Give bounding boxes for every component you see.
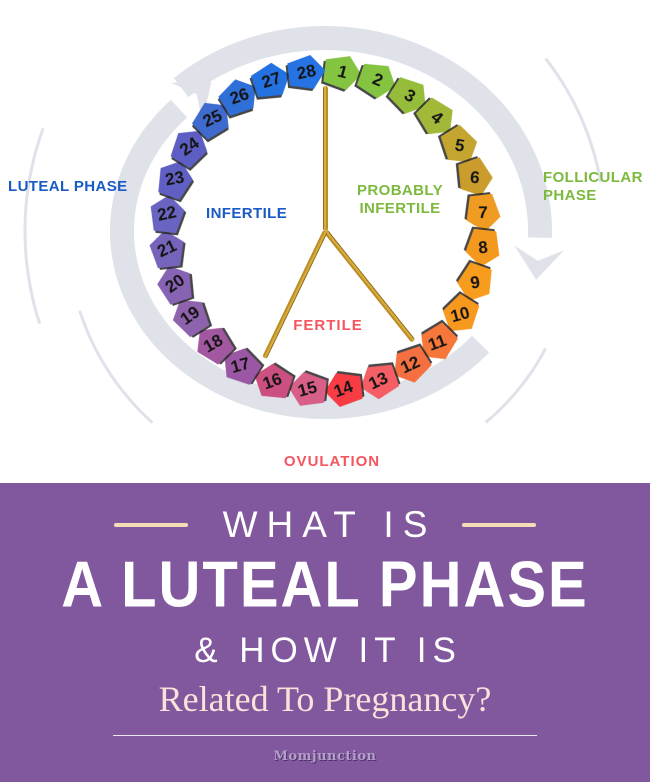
day-number: 21 (154, 236, 180, 262)
day-marker-21: 21 (148, 229, 186, 270)
brand-name: Momjunction (273, 749, 377, 764)
divider-line (113, 735, 537, 736)
fertile-label: FERTILE (293, 317, 363, 334)
day-number: 8 (477, 237, 489, 258)
title-main: A LUTEAL PHASE (61, 548, 589, 621)
follicular-phase-label: FOLLICULAR PHASE (543, 169, 643, 204)
luteal-phase-label: LUTEAL PHASE (8, 178, 128, 195)
title-line1-row: WHAT IS (113, 504, 537, 546)
day-number: 27 (259, 68, 284, 93)
title-banner: WHAT IS A LUTEAL PHASE & HOW IT IS Relat… (0, 483, 650, 782)
ovulation-label: OVULATION (283, 453, 381, 470)
thin-arc-left (23, 127, 45, 325)
thin-arc-bottom-right (484, 347, 548, 424)
cycle-arrow-top-head (514, 245, 565, 280)
left-dash-ornament (113, 523, 188, 527)
day-number: 9 (469, 272, 482, 293)
day-marker-14: 14 (323, 370, 364, 408)
infertile-label: INFERTILE (206, 205, 288, 222)
title-line1: WHAT IS (222, 504, 437, 545)
day-marker-28: 28 (287, 54, 328, 92)
title-line4: Related To Pregnancy? (158, 679, 492, 719)
day-marker-7: 7 (464, 193, 502, 234)
clock-hand-day1 (322, 86, 328, 231)
day-number: 28 (295, 61, 318, 84)
cycle-arrows-decoration (23, 25, 603, 424)
day-number: 14 (330, 376, 356, 401)
day-number: 23 (163, 167, 186, 190)
day-number: 5 (453, 135, 466, 156)
day-number: 7 (478, 202, 488, 222)
title-line3: & HOW IT IS (194, 631, 462, 670)
thin-arc-top-right (544, 57, 603, 183)
day-number: 22 (155, 201, 179, 225)
right-dash-ornament (462, 523, 537, 527)
cycle-arrow-bottom (109, 99, 490, 420)
day-number: 6 (469, 167, 481, 188)
probably-infertile-label: PROBABLY INFERTILE (357, 182, 443, 217)
cycle-arrow-top (173, 25, 553, 238)
thin-arc-bottom-left (78, 310, 154, 424)
